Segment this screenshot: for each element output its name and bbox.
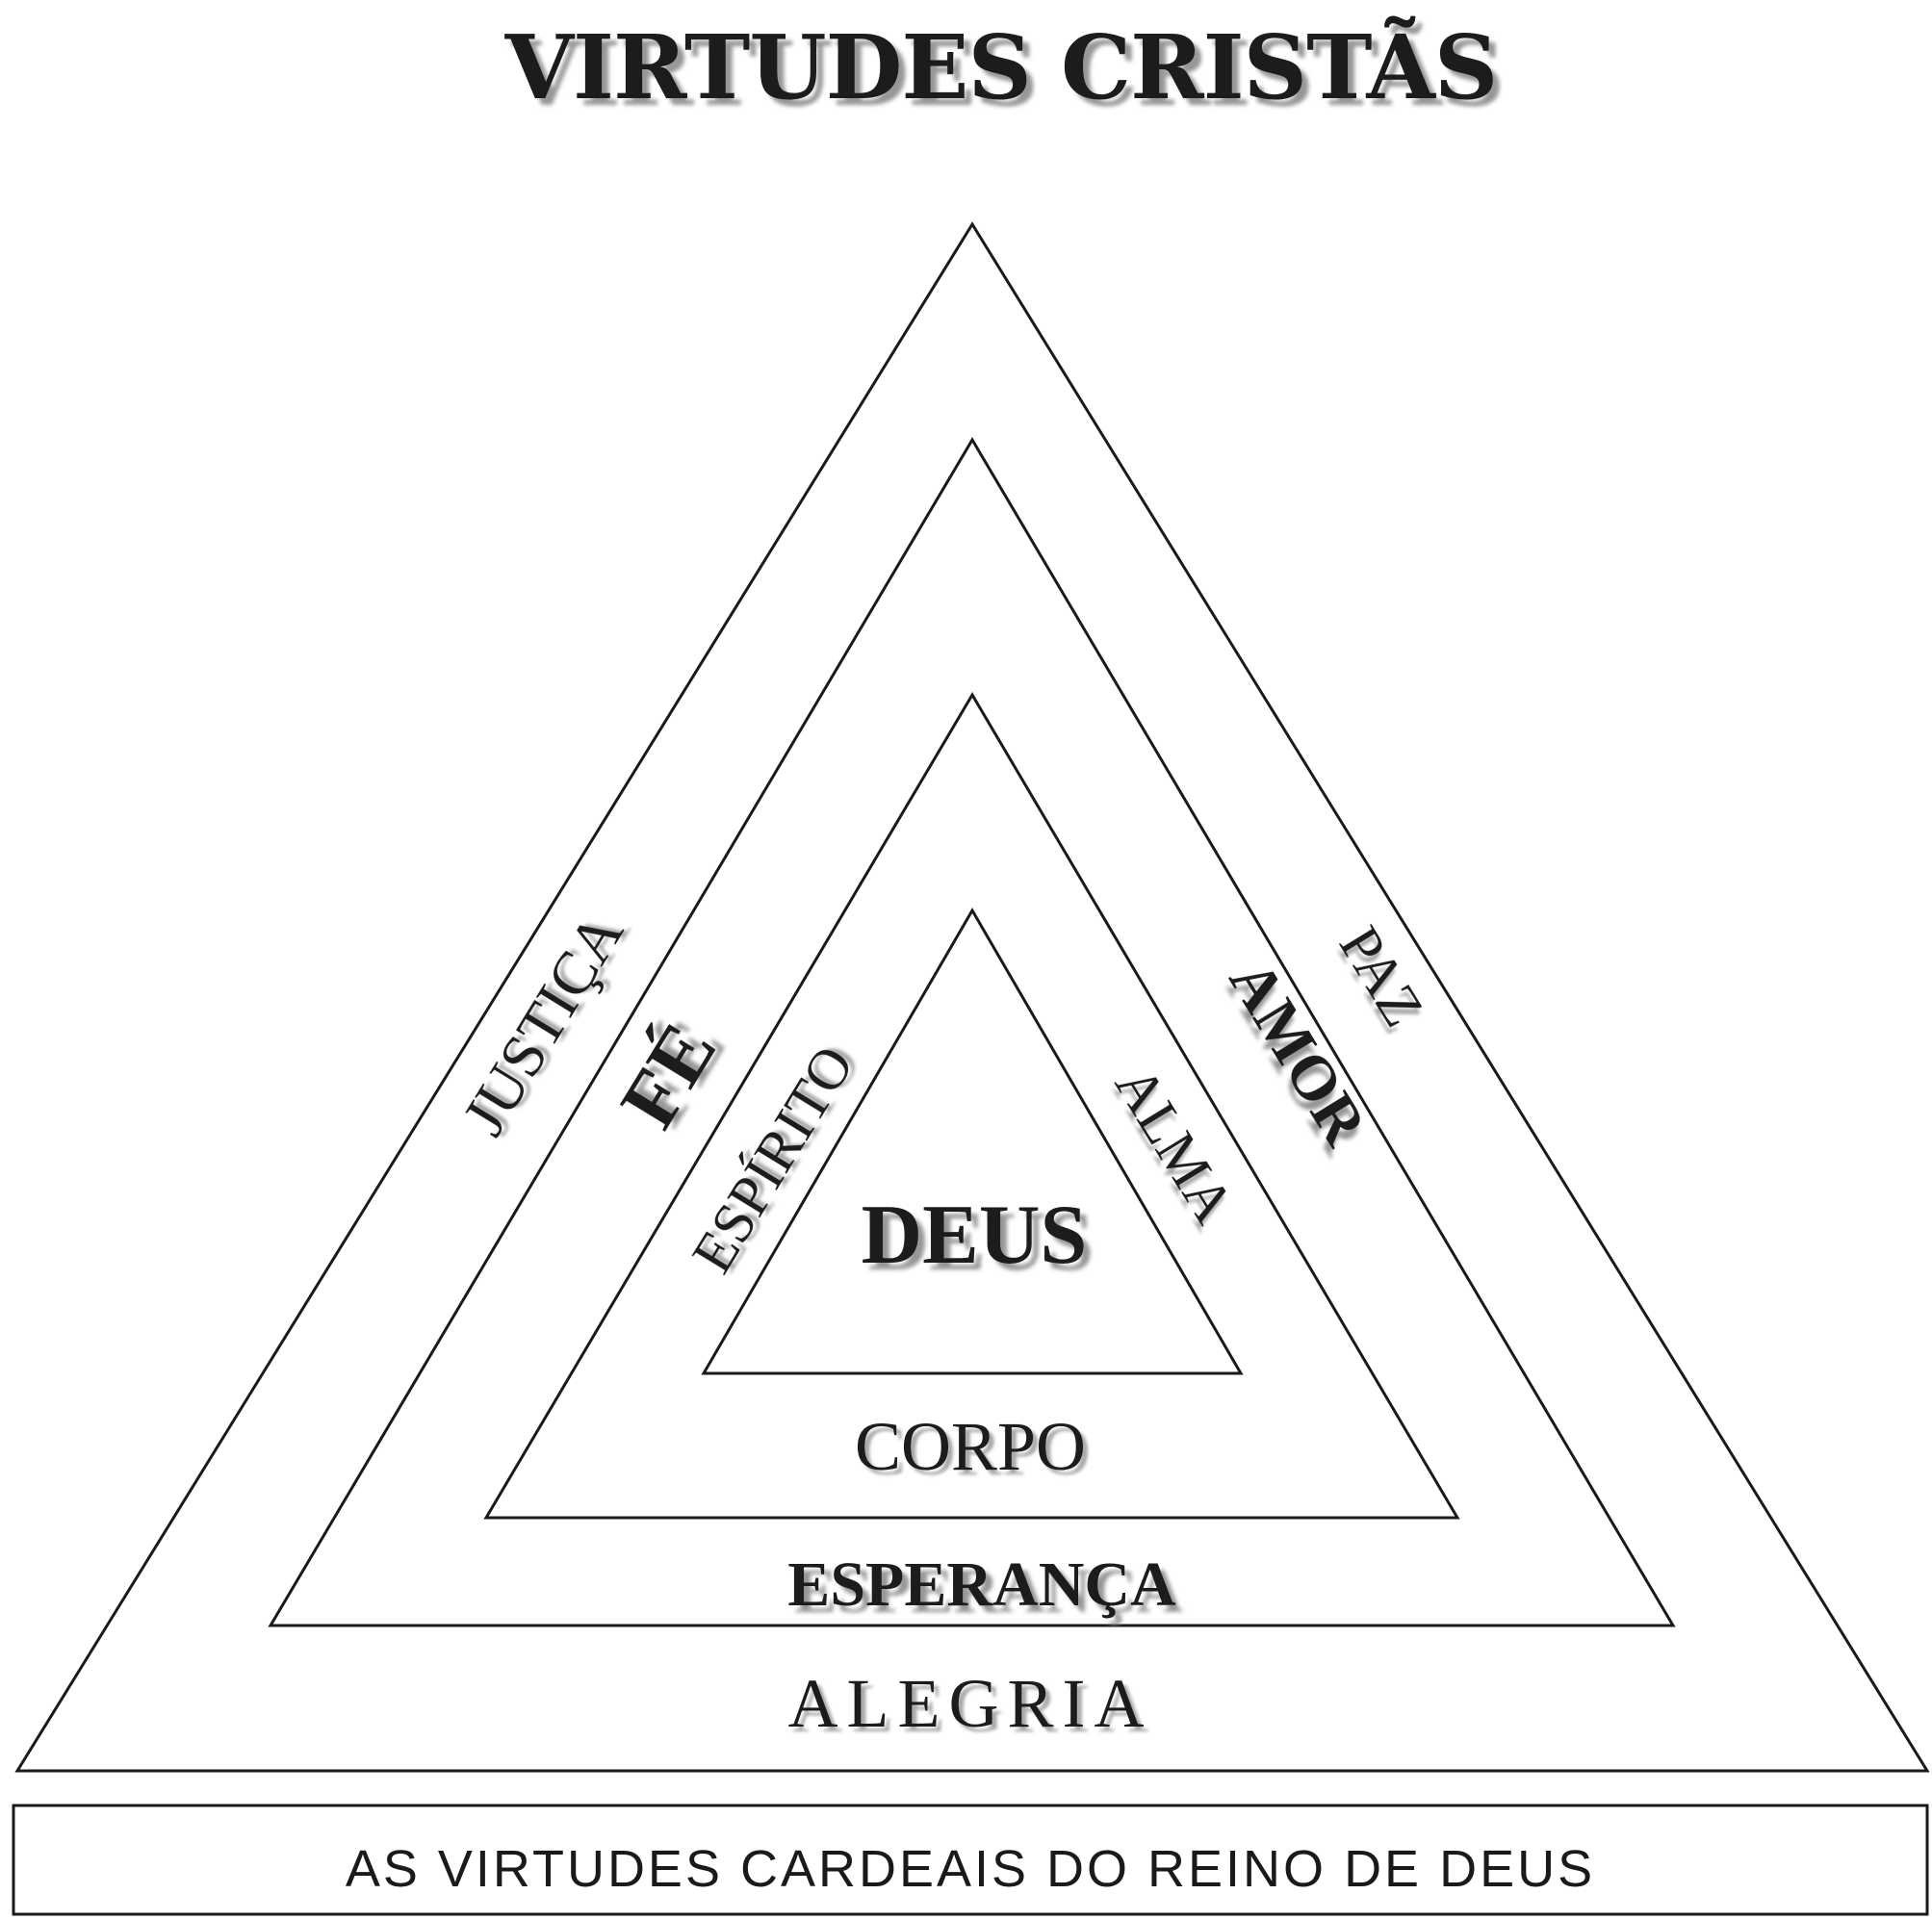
footer-text: AS VIRTUDES CARDEAIS DO REINO DE DEUS (346, 1840, 1595, 1898)
label-deus: DEUS (862, 1189, 1088, 1282)
label-paz: PAZ (1327, 915, 1436, 1037)
diagram-title: VIRTUDES CRISTÃS (504, 15, 1498, 119)
inner-triangle (701, 908, 1244, 1375)
footer-frame (12, 1804, 1929, 1916)
second-triangle (268, 437, 1676, 1627)
label-alma: ALMA (1103, 1056, 1247, 1234)
label-esperanca: ESPERANÇA (787, 1549, 1176, 1620)
outer-triangle (14, 221, 1930, 1773)
third-triangle (483, 692, 1460, 1520)
label-corpo: CORPO (855, 1408, 1086, 1485)
label-alegria: ALEGRIA (788, 1665, 1153, 1742)
